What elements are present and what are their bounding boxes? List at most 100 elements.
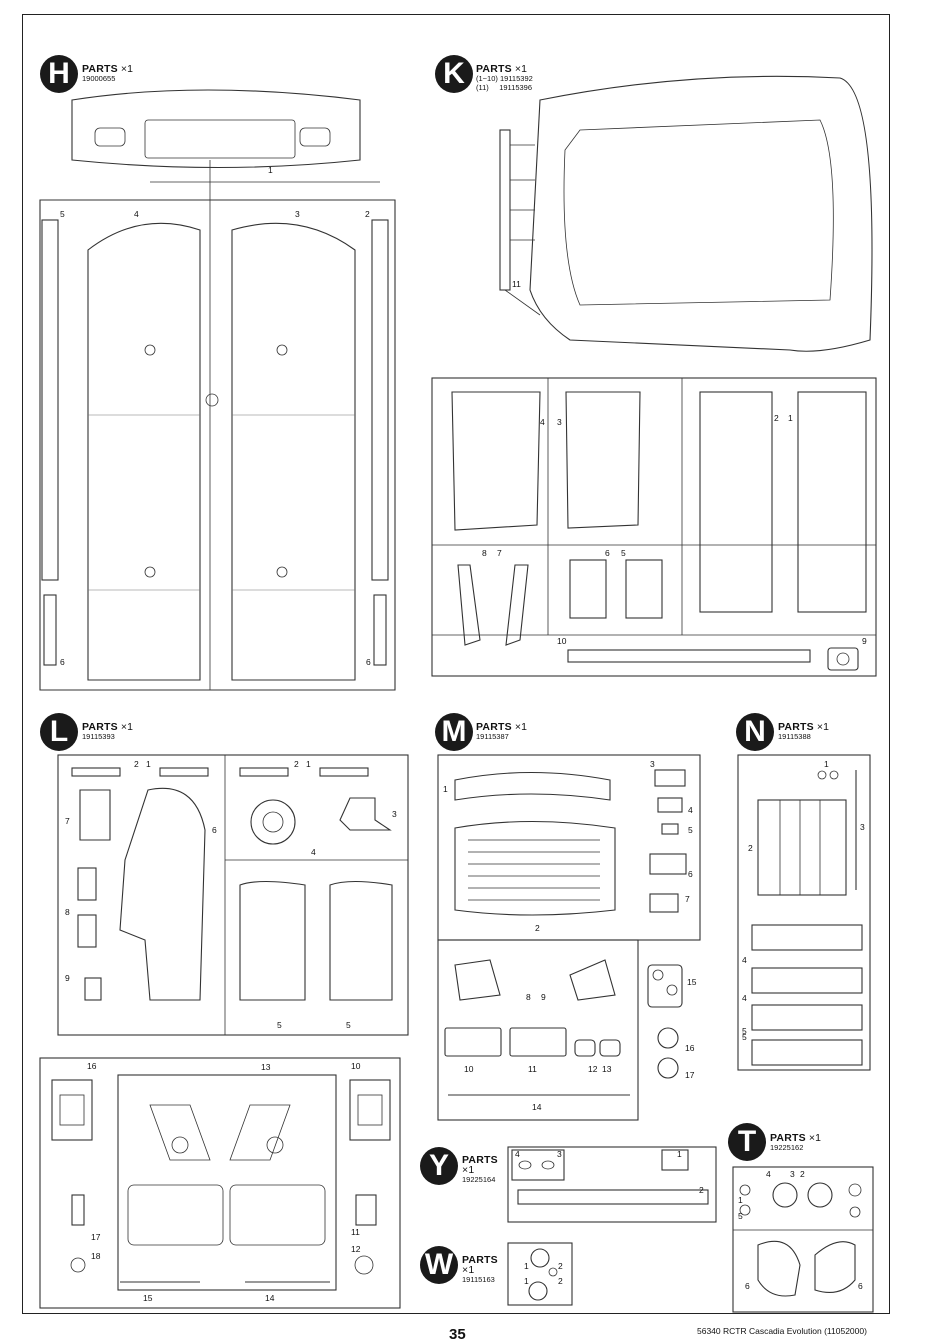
part-label: 1 bbox=[738, 1195, 743, 1205]
parts-qty: ×1 bbox=[514, 63, 528, 75]
part-label: 4 bbox=[515, 1149, 520, 1159]
sprue-h bbox=[39, 89, 396, 691]
part-label: 4 bbox=[134, 209, 139, 219]
part-code: 19115393 bbox=[82, 732, 115, 741]
part-label: 6 bbox=[60, 657, 65, 667]
parts-info-k: PARTS×1 (1~10) 19115392 (11) 19115396 bbox=[476, 64, 533, 92]
part-label: 6 bbox=[858, 1281, 863, 1291]
part-label: 1 bbox=[524, 1276, 529, 1286]
part-label: 12 bbox=[351, 1244, 361, 1254]
sprue-l-lower bbox=[39, 1057, 401, 1309]
sprue-k-body bbox=[499, 75, 873, 352]
part-code: 19225162 bbox=[770, 1143, 804, 1152]
parts-info-h: PARTS×1 19000655 bbox=[82, 64, 133, 83]
parts-qty: ×1 bbox=[120, 63, 134, 75]
part-label: 13 bbox=[261, 1062, 271, 1072]
part-label: 2 bbox=[800, 1169, 805, 1179]
part-code-2: (11) 19115396 bbox=[476, 83, 533, 92]
part-label: 15 bbox=[687, 977, 697, 987]
part-label: 7 bbox=[65, 816, 70, 826]
part-label: 11 bbox=[528, 1064, 537, 1074]
page-border bbox=[22, 14, 890, 1314]
parts-info-y: PARTS ×1 19225164 bbox=[462, 1155, 498, 1184]
part-label: 9 bbox=[541, 992, 546, 1002]
part-label: 2 bbox=[699, 1185, 704, 1195]
part-label: 6 bbox=[605, 548, 610, 558]
part-label: 4 bbox=[766, 1169, 771, 1179]
part-label: 16 bbox=[87, 1061, 97, 1071]
part-label: 2 bbox=[558, 1261, 563, 1271]
part-label: 14 bbox=[265, 1293, 275, 1303]
parts-qty: ×1 bbox=[462, 1264, 475, 1276]
parts-label: PARTS bbox=[462, 1154, 498, 1166]
part-label: 2 bbox=[748, 843, 753, 853]
part-label: 18 bbox=[91, 1251, 101, 1261]
parts-label: PARTS bbox=[462, 1254, 498, 1266]
part-label: 3 bbox=[790, 1169, 795, 1179]
part-label: 16 bbox=[685, 1043, 695, 1053]
part-label: 11 bbox=[351, 1227, 360, 1237]
parts-label: PARTS bbox=[778, 721, 814, 733]
part-label: 12 bbox=[588, 1064, 598, 1074]
part-label: 10 bbox=[557, 636, 567, 646]
part-label: 9 bbox=[862, 636, 867, 646]
sheet-badge-y: Y bbox=[420, 1147, 458, 1185]
part-label: 3 bbox=[295, 209, 300, 219]
sprue-l-upper bbox=[57, 754, 409, 1036]
part-code: 19225164 bbox=[462, 1175, 496, 1184]
part-label: 2 bbox=[774, 413, 779, 423]
part-code-1: (1~10) 19115392 bbox=[476, 74, 533, 83]
part-label: 1 bbox=[306, 759, 311, 769]
part-label: 5 bbox=[621, 548, 626, 558]
part-label: 5 bbox=[742, 1032, 747, 1042]
parts-qty: ×1 bbox=[808, 1132, 822, 1144]
part-code: 19115387 bbox=[476, 732, 509, 741]
part-label: 4 bbox=[742, 955, 747, 965]
sheet-badge-h: H bbox=[40, 55, 78, 93]
parts-info-t: PARTS×1 19225162 bbox=[770, 1133, 821, 1152]
part-label: 3 bbox=[650, 759, 655, 769]
parts-info-m: PARTS×1 19115387 bbox=[476, 722, 527, 741]
part-label: 3 bbox=[392, 809, 397, 819]
part-label: 1 bbox=[146, 759, 151, 769]
sheet-badge-l: L bbox=[40, 713, 78, 751]
part-label: 3 bbox=[860, 822, 865, 832]
part-label: 3 bbox=[557, 417, 562, 427]
part-label: 5 bbox=[742, 1026, 747, 1036]
part-label: 6 bbox=[688, 869, 693, 879]
part-label: 1 bbox=[677, 1149, 682, 1159]
part-label: 4 bbox=[311, 847, 316, 857]
part-label: 6 bbox=[212, 825, 217, 835]
part-label: 2 bbox=[535, 923, 540, 933]
parts-label: PARTS bbox=[82, 721, 118, 733]
part-label: 17 bbox=[685, 1070, 695, 1080]
part-label: 1 bbox=[524, 1261, 529, 1271]
parts-label: PARTS bbox=[476, 63, 512, 75]
parts-label: PARTS bbox=[476, 721, 512, 733]
part-label: 1 bbox=[824, 759, 829, 769]
sheet-badge-k: K bbox=[435, 55, 473, 93]
part-label: 3 bbox=[557, 1149, 562, 1159]
part-label: 1 bbox=[268, 165, 273, 175]
part-label: 4 bbox=[688, 805, 693, 815]
sprue-y bbox=[507, 1146, 717, 1223]
part-label: 5 bbox=[60, 209, 65, 219]
parts-label: PARTS bbox=[82, 63, 118, 75]
part-label: 2 bbox=[558, 1276, 563, 1286]
part-label: 14 bbox=[532, 1102, 542, 1112]
parts-qty: ×1 bbox=[462, 1164, 475, 1176]
sprue-w bbox=[507, 1242, 573, 1306]
part-label: 6 bbox=[745, 1281, 750, 1291]
parts-label: PARTS bbox=[770, 1132, 806, 1144]
part-label: 10 bbox=[464, 1064, 474, 1074]
parts-info-n: PARTS×1 19115388 bbox=[778, 722, 829, 741]
part-label: 2 bbox=[365, 209, 370, 219]
part-label: 7 bbox=[685, 894, 690, 904]
footer-text: 56340 RCTR Cascadia Evolution (11052000) bbox=[697, 1326, 867, 1336]
part-label: 5 bbox=[688, 825, 693, 835]
part-code: 19000655 bbox=[82, 74, 116, 83]
part-label: 13 bbox=[602, 1064, 612, 1074]
sprue-k-panels bbox=[431, 377, 877, 677]
sheet-badge-m: M bbox=[435, 713, 473, 751]
